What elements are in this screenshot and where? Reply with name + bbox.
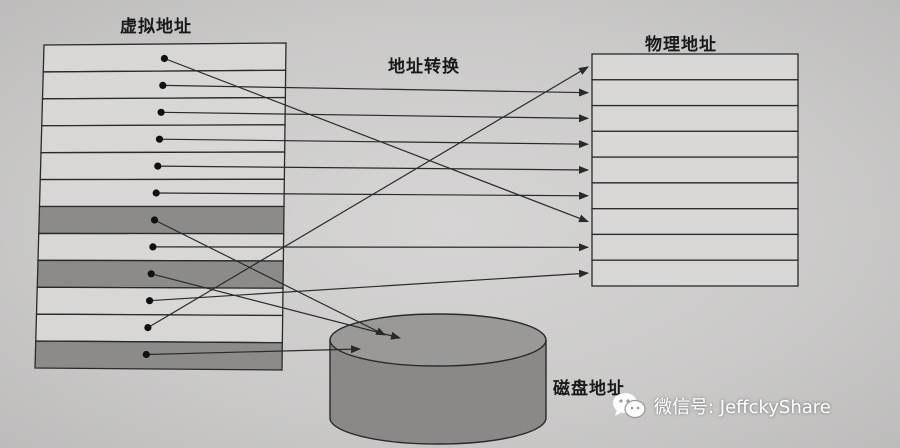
wechat-watermark: 微信号: JeffckyShare: [612, 388, 831, 424]
disk-body: [329, 340, 547, 445]
physical-row: [591, 156, 799, 184]
physical-row: [591, 182, 799, 210]
mapping-arrow: [146, 345, 361, 356]
physical-address-label: 物理地址: [645, 35, 717, 55]
virtual-address-label: 虚拟地址: [120, 17, 192, 37]
mapping-arrows: [142, 54, 589, 359]
mapping-source-dot: [147, 270, 155, 278]
physical-row: [591, 208, 799, 236]
physical-row: [591, 233, 799, 261]
disk-cylinder: [329, 313, 547, 445]
mapping-source-dot: [154, 162, 162, 170]
physical-row: [591, 259, 799, 287]
mapping-arrow: [159, 138, 589, 149]
mapping-source-dot: [144, 324, 152, 332]
virtual-row: [35, 286, 284, 317]
mapping-source-dot: [146, 297, 154, 305]
mapping-source-dot: [157, 108, 165, 116]
mapping-arrow: [161, 111, 589, 123]
physical-row: [591, 130, 799, 158]
mapping-arrow: [154, 219, 386, 336]
mapping-arrow: [147, 66, 589, 329]
physical-address-table: [591, 53, 799, 287]
mapping-arrow: [157, 165, 589, 174]
virtual-row-shaded: [36, 259, 284, 289]
watermark-text: 微信号: JeffckyShare: [654, 397, 831, 418]
physical-row: [591, 104, 799, 133]
virtual-row-shaded: [34, 340, 283, 371]
address-translation-label: 地址转换: [388, 57, 460, 77]
virtual-row: [35, 313, 284, 344]
mapping-arrow: [149, 269, 589, 302]
mapping-source-dot: [150, 216, 159, 224]
disk-top: [329, 313, 547, 367]
disk-address-label: 磁盘地址: [553, 379, 625, 399]
virtual-address-table: [34, 42, 287, 371]
physical-row: [591, 53, 799, 81]
mapping-source-dot: [159, 81, 167, 89]
virtual-row-shaded: [38, 205, 285, 235]
mapping-source-dot: [152, 189, 160, 197]
mapping-arrow: [164, 57, 589, 223]
physical-row: [591, 79, 799, 107]
wechat-icon: [613, 393, 646, 419]
mapping-source-dot: [155, 135, 164, 143]
mapping-source-dot: [149, 243, 157, 251]
mapping-arrow: [162, 84, 589, 97]
mapping-source-dot: [160, 54, 168, 63]
mapping-source-dot: [142, 350, 150, 359]
mapping-arrow: [151, 273, 401, 340]
